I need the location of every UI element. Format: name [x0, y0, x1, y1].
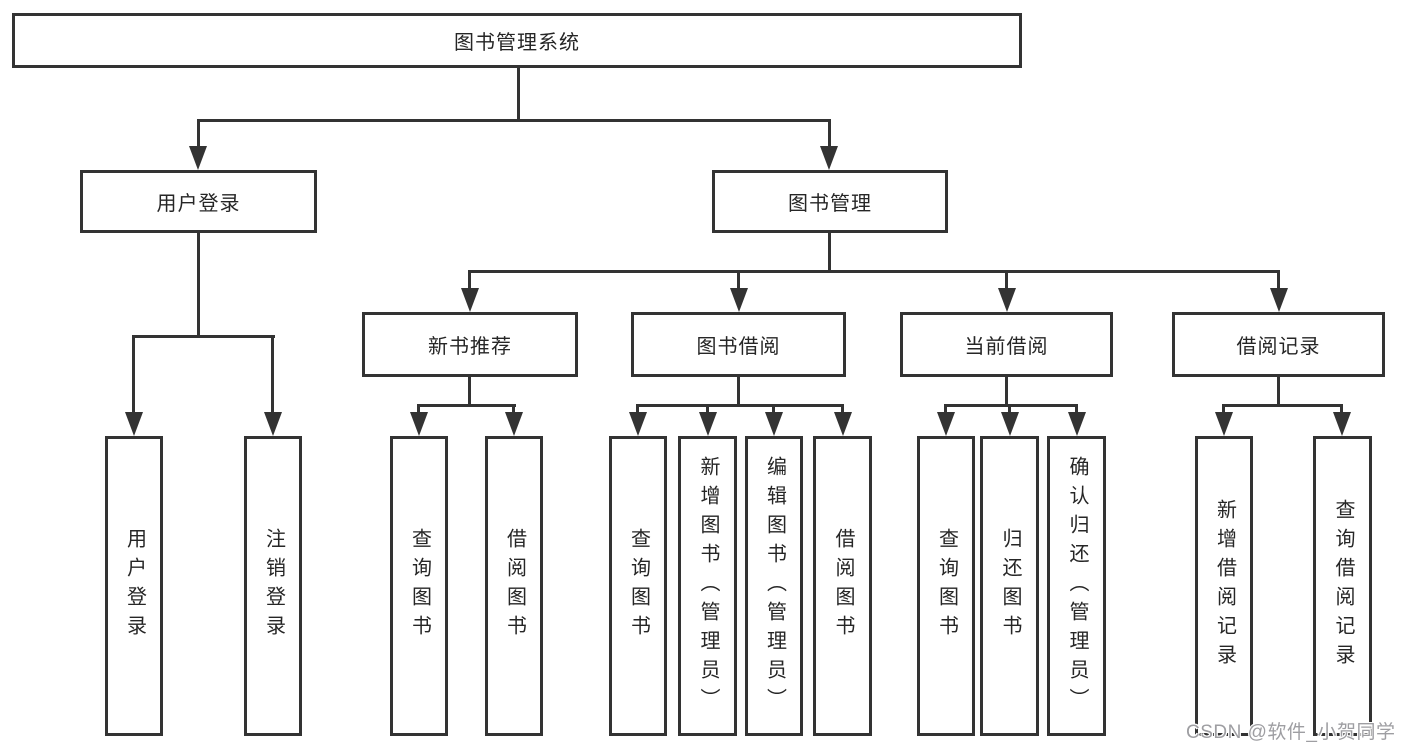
csdn-watermark: CSDN @软件_小贺同学: [1186, 722, 1396, 743]
node-label: 借阅记录: [1236, 336, 1321, 358]
node-label: 图书管理系统: [454, 32, 580, 54]
arrow-down-icon: [505, 412, 523, 436]
connector-l3-drop-3: [1005, 273, 1008, 289]
leaf-add-books-admin: 新增图书（管理员）: [678, 436, 737, 736]
leaf-label: 归还图书: [999, 528, 1021, 644]
leaf-label: 查询借阅记录: [1332, 499, 1354, 673]
connector-root-stem: [517, 68, 520, 120]
arrow-down-icon: [461, 288, 479, 312]
node-current-borrowing: 当前借阅: [900, 312, 1113, 377]
node-label: 图书管理: [788, 193, 872, 215]
leaf-label: 查询图书: [408, 528, 431, 644]
leaf-label: 新增借阅记录: [1213, 499, 1236, 673]
arrow-down-icon: [125, 412, 143, 436]
leaf-query-borrow-record: 查询借阅记录: [1313, 436, 1372, 736]
arrow-down-icon: [1068, 412, 1086, 436]
arrow-down-icon: [189, 146, 207, 170]
leaf-confirm-return-admin: 确认归还（管理员）: [1047, 436, 1106, 736]
arrow-down-icon: [699, 412, 717, 436]
arrow-down-icon: [1001, 412, 1019, 436]
connector-borrow-drop-2: [706, 407, 709, 413]
leaf-label: 借阅图书: [832, 528, 854, 644]
connector-newbook-drop-1: [417, 407, 420, 413]
connector-current-branch: [944, 404, 1078, 407]
connector-current-drop-2: [1008, 407, 1011, 413]
leaf-label: 新增图书（管理员）: [697, 455, 719, 717]
connector-current-drop-3: [1075, 407, 1078, 413]
connector-records-branch: [1222, 404, 1343, 407]
leaf-user-login: 用户登录: [105, 436, 163, 736]
leaf-label: 编辑图书（管理员）: [763, 455, 786, 717]
connector-borrow-branch: [636, 404, 844, 407]
arrow-down-icon: [1333, 412, 1351, 436]
connector-newbook-stem: [468, 377, 471, 405]
leaf-return-books: 归还图书: [980, 436, 1039, 736]
leaf-logout: 注销登录: [244, 436, 302, 736]
connector-mgmt-stem: [828, 233, 831, 271]
leaf-edit-books-admin: 编辑图书（管理员）: [745, 436, 803, 736]
arrow-down-icon: [937, 412, 955, 436]
arrow-down-icon: [765, 412, 783, 436]
leaf-label: 借阅图书: [503, 528, 526, 644]
connector-borrow-drop-1: [636, 407, 639, 413]
node-borrowing-records: 借阅记录: [1172, 312, 1385, 377]
arrow-down-icon: [1215, 412, 1233, 436]
connector-records-drop-1: [1222, 407, 1225, 413]
connector-newbook-drop-2: [512, 407, 515, 413]
node-user-login: 用户登录: [80, 170, 317, 233]
node-label: 用户登录: [156, 193, 241, 215]
leaf-label: 查询图书: [935, 528, 958, 644]
leaf-query-books-current: 查询图书: [917, 436, 975, 736]
connector-records-stem: [1277, 377, 1280, 405]
node-new-book-recommend: 新书推荐: [362, 312, 578, 377]
connector-user-drop-1: [132, 338, 135, 412]
leaf-add-borrow-record: 新增借阅记录: [1195, 436, 1253, 736]
connector-l3-drop-2: [737, 273, 740, 289]
leaf-label: 确认归还（管理员）: [1066, 455, 1088, 717]
leaf-borrow-books-borrow: 借阅图书: [813, 436, 872, 736]
connector-user-stem: [197, 233, 200, 336]
leaf-query-books-borrow: 查询图书: [609, 436, 667, 736]
arrow-down-icon: [410, 412, 428, 436]
node-label: 图书借阅: [696, 336, 781, 358]
connector-l3-drop-1: [468, 273, 471, 289]
connector-l2-drop-mgmt: [828, 122, 831, 150]
connector-l3-drop-4: [1277, 273, 1280, 289]
leaf-label: 用户登录: [123, 528, 146, 644]
leaf-borrow-books-newbook: 借阅图书: [485, 436, 543, 736]
arrow-down-icon: [629, 412, 647, 436]
arrow-down-icon: [820, 146, 838, 170]
leaf-label: 查询图书: [627, 528, 650, 644]
connector-current-drop-1: [944, 407, 947, 413]
node-label: 当前借阅: [964, 336, 1049, 358]
arrow-down-icon: [834, 412, 852, 436]
connector-l3-branch: [468, 270, 1280, 273]
connector-borrow-stem: [737, 377, 740, 405]
node-label: 新书推荐: [428, 336, 512, 358]
connector-user-drop-2: [271, 338, 274, 412]
node-book-borrowing: 图书借阅: [631, 312, 846, 377]
arrow-down-icon: [730, 288, 748, 312]
connector-l2-drop-user: [197, 122, 200, 150]
node-book-management: 图书管理: [712, 170, 948, 233]
connector-borrow-drop-3: [772, 407, 775, 413]
connector-current-stem: [1005, 377, 1008, 405]
connector-borrow-drop-4: [841, 407, 844, 413]
leaf-query-books-newbook: 查询图书: [390, 436, 448, 736]
connector-records-drop-2: [1340, 407, 1343, 413]
arrow-down-icon: [1270, 288, 1288, 312]
arrow-down-icon: [264, 412, 282, 436]
arrow-down-icon: [998, 288, 1016, 312]
node-library-system: 图书管理系统: [12, 13, 1022, 68]
leaf-label: 注销登录: [262, 528, 285, 644]
connector-user-branch: [132, 335, 275, 338]
connector-l2-branch: [197, 119, 831, 122]
connector-newbook-branch: [417, 404, 516, 407]
